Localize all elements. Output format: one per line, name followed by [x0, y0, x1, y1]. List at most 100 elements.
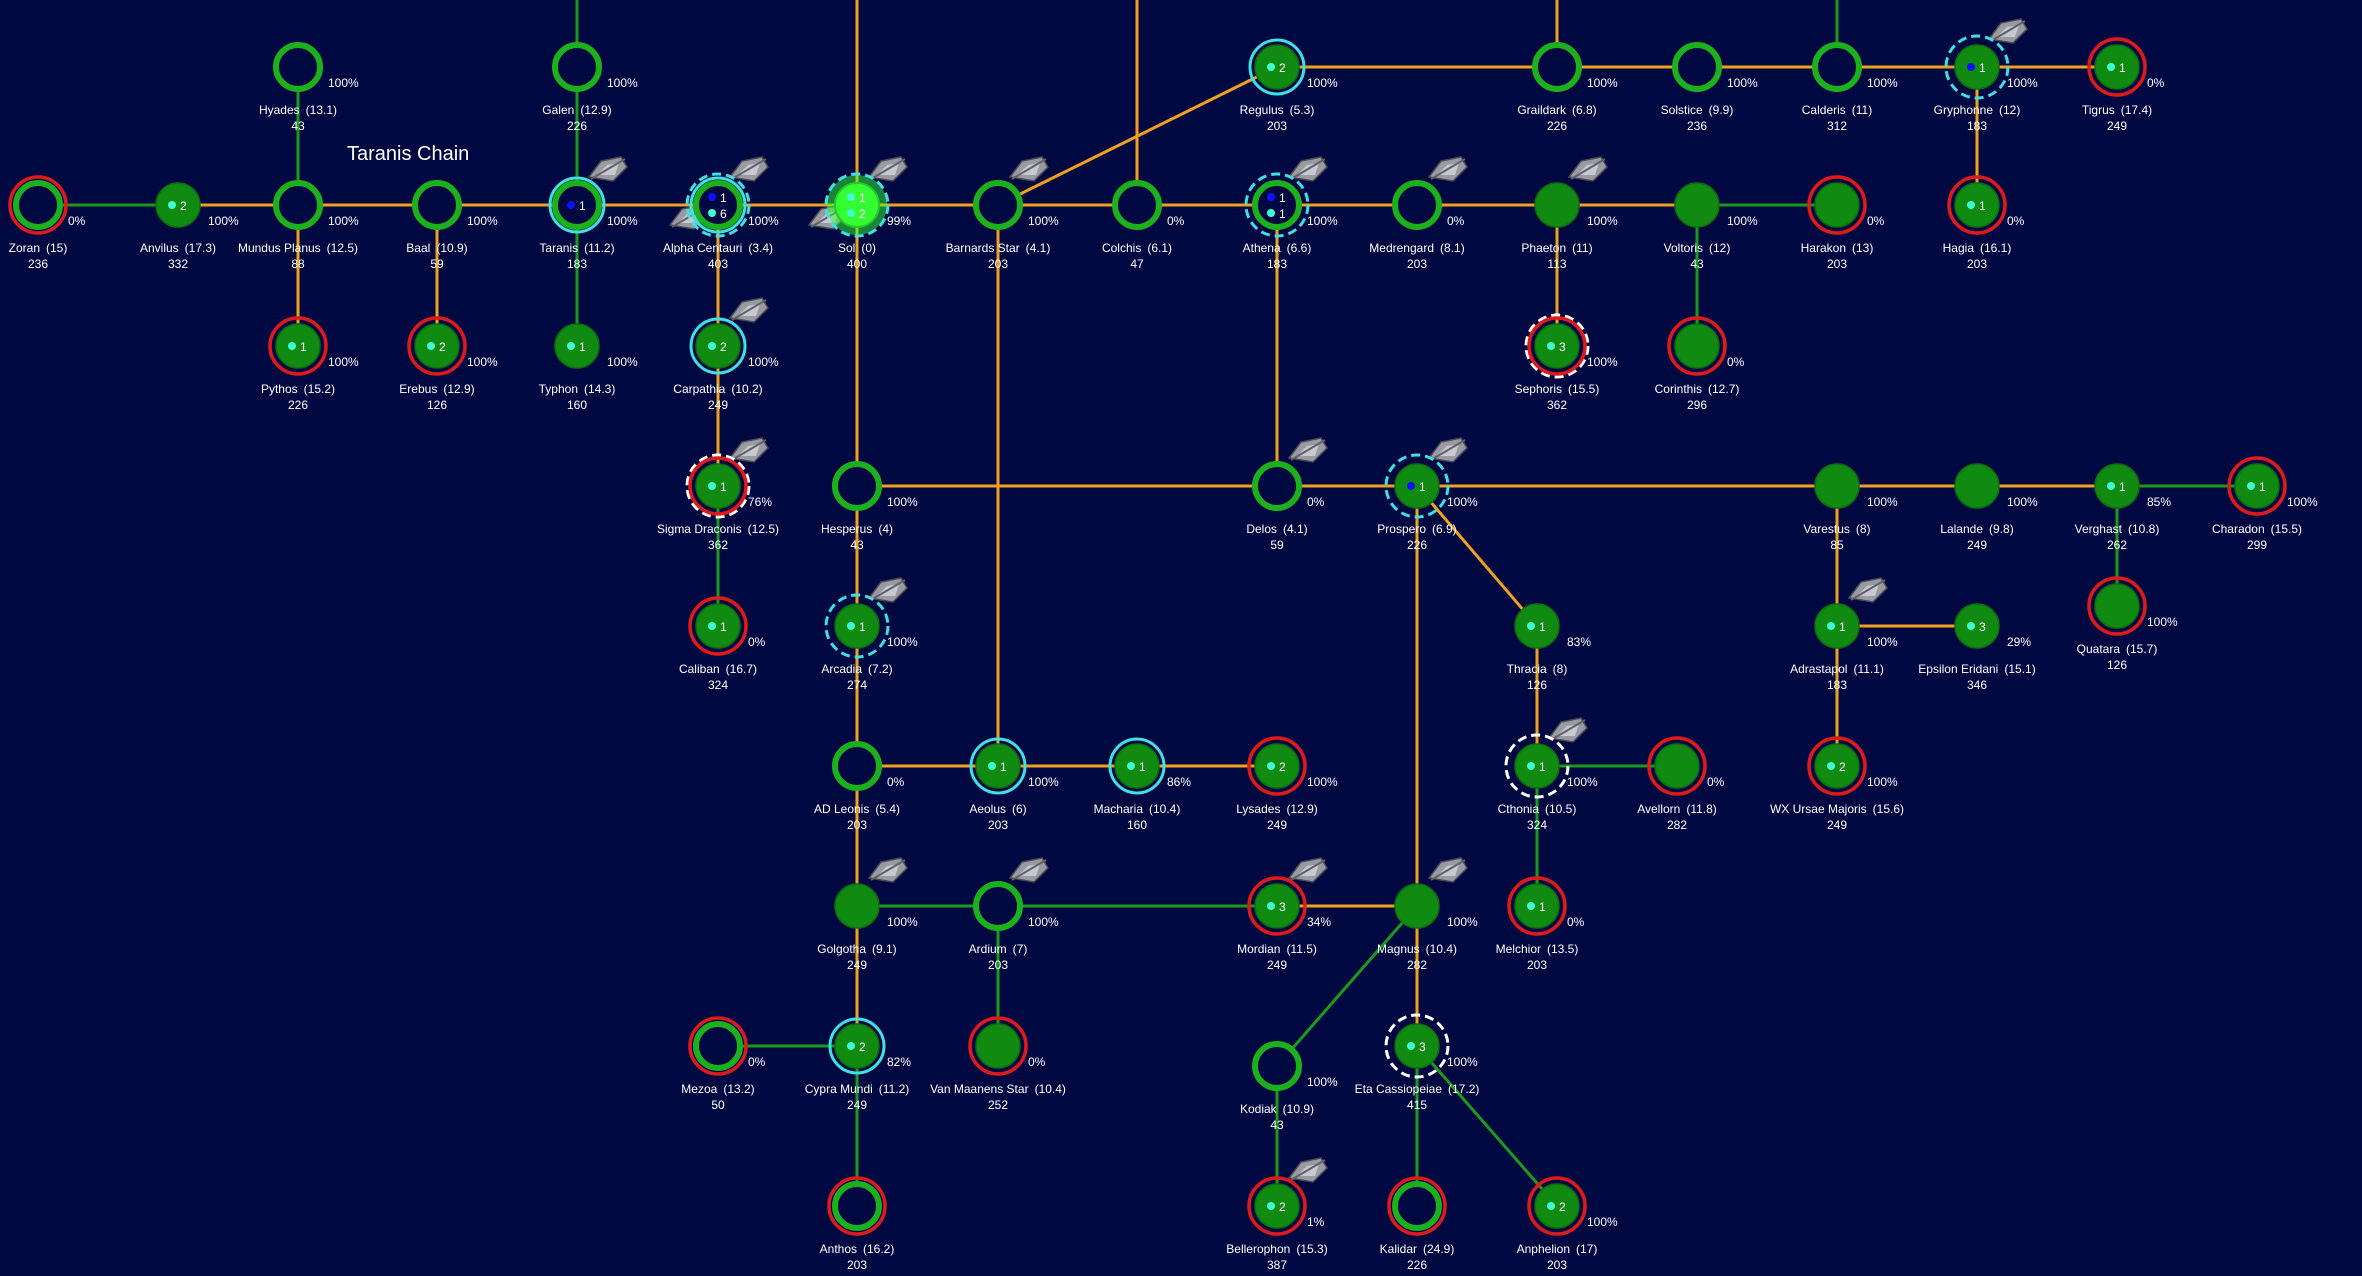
planet-icon[interactable] — [693, 180, 743, 230]
planet-icon[interactable] — [834, 182, 880, 228]
planet-icon[interactable] — [412, 180, 462, 230]
planet-icon[interactable] — [1954, 182, 2000, 228]
system-galen[interactable]: 100%Galen(12.9)226 — [542, 42, 638, 133]
fleet-ship-icon[interactable] — [1547, 717, 1588, 743]
system-sigma[interactable]: 176%Sigma Draconis(12.5)362 — [657, 437, 779, 552]
planet-icon[interactable] — [832, 741, 882, 791]
fleet-ship-icon[interactable] — [1567, 156, 1608, 182]
fleet-ship-icon[interactable] — [1008, 857, 1049, 883]
fleet-ship-icon[interactable] — [867, 857, 908, 883]
planet-icon[interactable] — [973, 881, 1023, 931]
planet-icon[interactable] — [275, 323, 321, 369]
planet-icon[interactable] — [832, 461, 882, 511]
planet-icon[interactable] — [273, 42, 323, 92]
planet-icon[interactable] — [1252, 1041, 1302, 1091]
planet-icon[interactable] — [155, 182, 201, 228]
system-mezoa[interactable]: 0%Mezoa(13.2)50 — [681, 1016, 766, 1112]
system-verghast[interactable]: 185%Verghast(10.8)262 — [2075, 463, 2172, 552]
planet-icon[interactable] — [1954, 603, 2000, 649]
planet-icon[interactable] — [1532, 42, 1582, 92]
planet-icon[interactable] — [693, 1021, 743, 1071]
system-tigrus[interactable]: 10%Tigrus(17.4)249 — [2082, 37, 2165, 133]
planet-icon[interactable] — [1674, 182, 1720, 228]
planet-icon[interactable] — [414, 323, 460, 369]
system-anthos[interactable]: Anthos(16.2)203 — [820, 1176, 895, 1272]
planet-icon[interactable] — [832, 1181, 882, 1231]
system-phaeton[interactable]: 100%Phaeton(11)113 — [1521, 156, 1618, 271]
system-ardium[interactable]: 100%Ardium(7)203 — [969, 857, 1059, 972]
planet-icon[interactable] — [2234, 463, 2280, 509]
planet-icon[interactable] — [973, 180, 1023, 230]
planet-icon[interactable] — [1954, 44, 2000, 90]
planet-icon[interactable] — [1114, 743, 1160, 789]
system-baal[interactable]: 100%Baal(10.9)59 — [406, 180, 498, 271]
system-quatara[interactable]: 100%Quatara(15.7)126 — [2077, 576, 2178, 672]
fleet-ship-icon[interactable] — [1987, 18, 2028, 44]
system-cypra[interactable]: 282%Cypra Mundi(11.2)249 — [805, 1017, 912, 1112]
system-harakon[interactable]: 0%Harakon(13)203 — [1801, 175, 1885, 271]
fleet-ship-icon[interactable] — [1008, 156, 1049, 182]
planet-icon[interactable] — [1654, 743, 1700, 789]
planet-icon[interactable] — [1812, 42, 1862, 92]
planet-icon[interactable] — [1392, 180, 1442, 230]
system-varestus[interactable]: 100%Varestus(8)85 — [1803, 463, 1898, 552]
system-voltoris[interactable]: 100%Voltoris(12)43 — [1664, 182, 1758, 271]
fleet-ship-icon[interactable] — [1287, 156, 1328, 182]
system-adleonis[interactable]: 0%AD Leonis(5.4)203 — [814, 741, 905, 832]
fleet-ship-icon[interactable] — [728, 297, 769, 323]
system-solstice[interactable]: 100%Solstice(9.9)236 — [1661, 42, 1758, 133]
planet-icon[interactable] — [1252, 461, 1302, 511]
planet-icon[interactable] — [552, 180, 602, 230]
planet-icon[interactable] — [975, 1023, 1021, 1069]
planet-icon[interactable] — [552, 42, 602, 92]
planet-icon[interactable] — [1254, 44, 1300, 90]
planet-icon[interactable] — [695, 463, 741, 509]
system-macharia[interactable]: 186%Macharia(10.4)160 — [1094, 737, 1192, 832]
planet-icon[interactable] — [1394, 1023, 1440, 1069]
planet-icon[interactable] — [834, 1023, 880, 1069]
planet-icon[interactable] — [1112, 180, 1162, 230]
planet-icon[interactable] — [1514, 743, 1560, 789]
system-magnus[interactable]: 100%Magnus(10.4)282 — [1377, 857, 1478, 972]
planet-icon[interactable] — [1954, 463, 2000, 509]
planet-icon[interactable] — [1514, 603, 1560, 649]
planet-icon[interactable] — [1514, 883, 1560, 929]
planet-icon[interactable] — [2094, 583, 2140, 629]
system-hagia[interactable]: 10%Hagia(16.1)203 — [1943, 175, 2025, 271]
planet-icon[interactable] — [1814, 182, 1860, 228]
planet-icon[interactable] — [1254, 743, 1300, 789]
planet-icon[interactable] — [1254, 1183, 1300, 1229]
system-caliban[interactable]: 10%Caliban(16.7)324 — [679, 596, 766, 692]
planet-icon[interactable] — [13, 180, 63, 230]
planet-icon[interactable] — [1814, 463, 1860, 509]
system-bellerophon[interactable]: 21%Bellerophon(15.3)387 — [1226, 1157, 1328, 1272]
fleet-ship-icon[interactable] — [1287, 857, 1328, 883]
system-melchior[interactable]: 10%Melchior(13.5)203 — [1496, 876, 1585, 972]
planet-icon[interactable] — [1672, 42, 1722, 92]
fleet-ship-icon[interactable] — [728, 156, 769, 182]
system-kalidar[interactable]: Kalidar(24.9)226 — [1380, 1176, 1455, 1272]
system-thracia[interactable]: 183%Thracia(8)126 — [1507, 603, 1592, 692]
planet-icon[interactable] — [1814, 743, 1860, 789]
system-avellorn[interactable]: 0%Avellorn(11.8)282 — [1637, 736, 1725, 832]
fleet-ship-icon[interactable] — [867, 156, 908, 182]
fleet-ship-icon[interactable] — [1427, 437, 1468, 463]
planet-icon[interactable] — [2094, 463, 2140, 509]
fleet-ship-icon[interactable] — [1847, 577, 1888, 603]
system-colchis[interactable]: 0%Colchis(6.1)47 — [1102, 180, 1185, 271]
system-mundus[interactable]: 100%Mundus Planus(12.5)88 — [238, 180, 359, 271]
